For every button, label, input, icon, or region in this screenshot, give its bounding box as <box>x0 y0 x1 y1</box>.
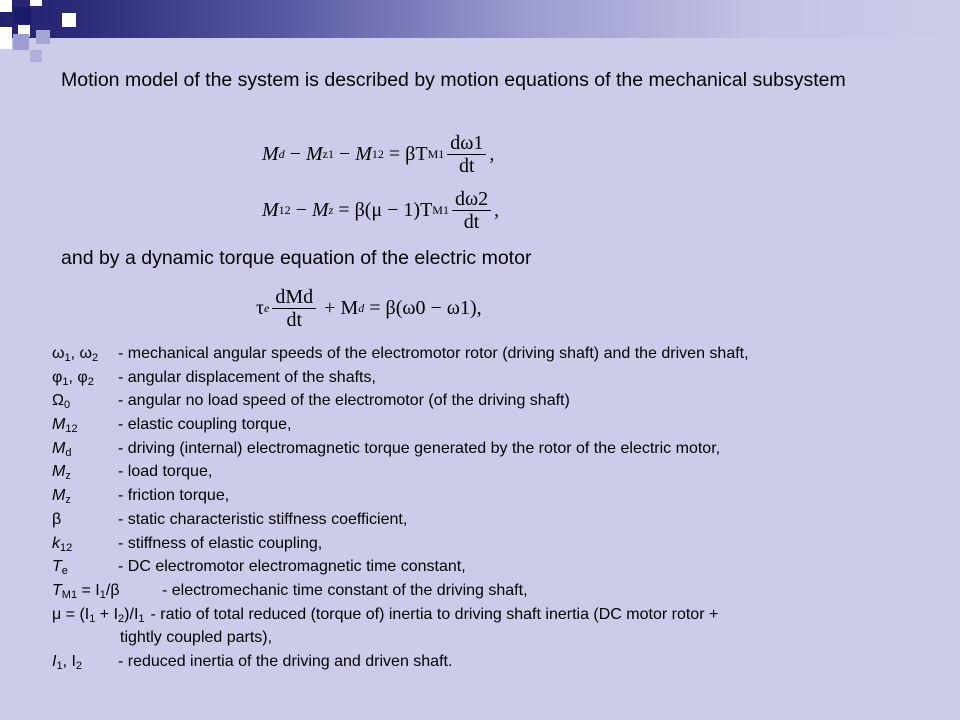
definition-description: - driving (internal) electromagnetic tor… <box>118 439 721 457</box>
definition-description: tightly coupled parts), <box>120 629 273 647</box>
definition-row: φ1, φ2 - angular displacement of the shaf… <box>52 369 952 393</box>
definition-description: - angular displacement of the shafts, <box>118 368 376 386</box>
definition-description: - mechanical angular speeds of the elect… <box>118 345 749 362</box>
definition-row: β - static characteristic stiffness coeff… <box>52 511 952 535</box>
definition-symbol: β <box>52 510 62 528</box>
logo-square-light-4 <box>0 27 12 49</box>
torque-intro: and by a dynamic torque equation of the … <box>61 247 532 269</box>
definition-symbol: φ1, φ2 <box>52 368 94 388</box>
definition-row: Md - driving (internal) electromagnetic t… <box>52 440 952 464</box>
logo-square-light-1 <box>0 0 12 12</box>
definition-row: I1, I2 - reduced inertia of the driving a… <box>52 653 952 677</box>
logo-square-lavender-2 <box>30 50 42 62</box>
definition-description: - reduced inertia of the driving and dri… <box>118 652 453 670</box>
definition-symbol: Mz <box>52 463 71 483</box>
definition-row: Mz - friction torque, <box>52 487 952 511</box>
definition-row: k12 - stiffness of elastic coupling, <box>52 535 952 559</box>
definition-row: TM1 = I1/β - electromechanic time constan… <box>52 582 952 606</box>
definition-description: - load torque, <box>118 463 213 481</box>
intro-paragraph: Motion model of the system is described … <box>61 69 846 91</box>
logo-square-light-2 <box>30 0 42 6</box>
definition-symbol: μ = (I1 + I2)/I1 <box>52 605 145 625</box>
logo-square-light-3 <box>62 13 76 27</box>
definition-symbol: M12 <box>52 416 78 436</box>
definition-symbol: Ω0 <box>52 392 71 412</box>
definition-symbol: ω1, ω2 <box>52 345 99 364</box>
definition-row: M12 - elastic coupling torque, <box>52 416 952 440</box>
definition-description: - static characteristic stiffness coeffi… <box>118 510 408 528</box>
definition-row: tightly coupled parts), <box>52 629 952 653</box>
definition-row: Ω0 - angular no load speed of the electro… <box>52 392 952 416</box>
definition-description: - DC electromotor electromagnetic time c… <box>118 558 466 576</box>
logo-square-lavender-3 <box>36 30 50 44</box>
definition-row: Te - DC electromotor electromagnetic time… <box>52 558 952 582</box>
definition-description: - stiffness of elastic coupling, <box>118 534 323 552</box>
logo-square-lavender-1 <box>13 34 29 50</box>
definition-symbol: Md <box>52 439 72 459</box>
logo-square-navy <box>14 7 31 24</box>
definition-symbol: Mz <box>52 487 71 507</box>
definition-row: Mz - load torque, <box>52 463 952 487</box>
definition-description: - ratio of total reduced (torque of) ine… <box>150 605 719 623</box>
definition-description: - elastic coupling torque, <box>118 416 292 434</box>
definitions-list: ω1, ω2 - mechanical angular speeds of the… <box>52 345 952 677</box>
definition-row: ω1, ω2 - mechanical angular speeds of the… <box>52 345 952 369</box>
definition-symbol: k12 <box>52 534 73 554</box>
title-gradient-bar <box>0 0 960 38</box>
definition-description: - electromechanic time constant of the d… <box>162 581 528 599</box>
definition-symbol: Te <box>52 558 68 578</box>
definition-symbol: TM1 = I1/β <box>52 581 120 601</box>
definition-description: - angular no load speed of the electromo… <box>118 392 570 410</box>
definition-description: - friction torque, <box>118 487 230 505</box>
definition-row: μ = (I1 + I2)/I1 - ratio of total reduced… <box>52 606 952 630</box>
definition-symbol: I1, I2 <box>52 652 83 672</box>
